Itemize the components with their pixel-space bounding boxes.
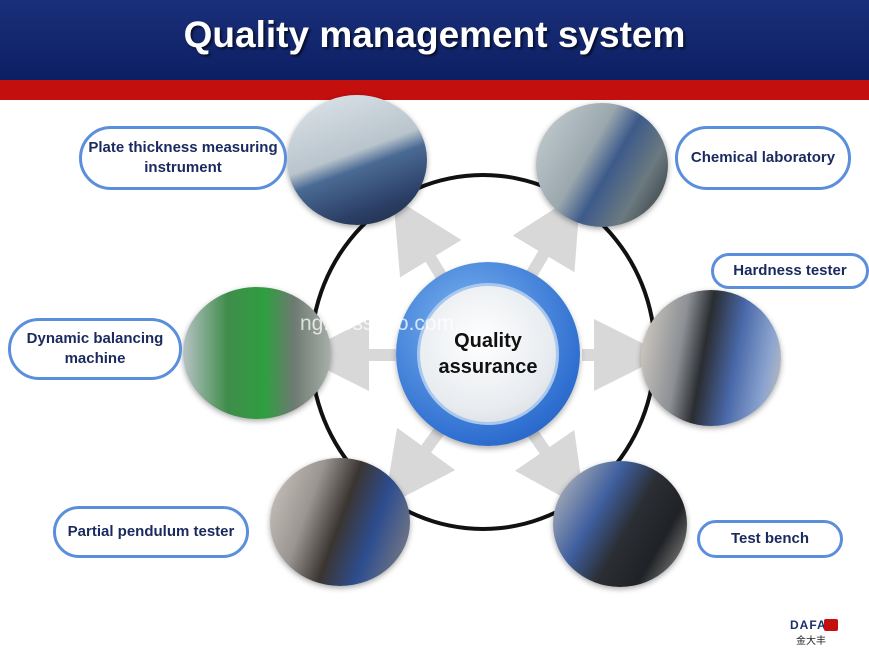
- photo-partial-pendulum: [270, 458, 410, 586]
- center-hub-inner: [417, 283, 559, 425]
- header-bar: [0, 0, 869, 80]
- photo-plate-thickness: [287, 95, 427, 225]
- label-dynamic-balancing: Dynamic balancing machine: [8, 318, 182, 380]
- photo-test-bench: [553, 461, 687, 587]
- label-partial-pendulum: Partial pendulum tester: [53, 506, 249, 558]
- label-chemical-lab: Chemical laboratory: [675, 126, 851, 190]
- page-title: Quality management system: [183, 14, 686, 55]
- center-label: Quality assurance: [438, 330, 538, 378]
- photo-dynamic-balancing: [183, 287, 331, 419]
- label-test-bench: Test bench: [697, 520, 843, 558]
- arrow-up-right: [512, 192, 581, 284]
- photo-chemical-lab: [536, 103, 668, 227]
- watermark-text: ng.bossgoo.com: [300, 312, 455, 335]
- logo-subtitle: 金大丰: [796, 636, 826, 647]
- label-plate-thickness: Plate thickness measuring instrument: [79, 126, 287, 190]
- logo-brand: DAFA: [790, 618, 827, 632]
- label-hardness-tester: Hardness tester: [711, 253, 869, 289]
- photo-hardness-tester: [641, 290, 781, 426]
- logo-mark-icon: [824, 619, 838, 631]
- company-logo: DAFA 金大丰: [790, 618, 848, 647]
- arrow-up-left: [393, 197, 462, 286]
- arrow-down-left: [383, 426, 456, 508]
- red-stripe: [0, 80, 869, 100]
